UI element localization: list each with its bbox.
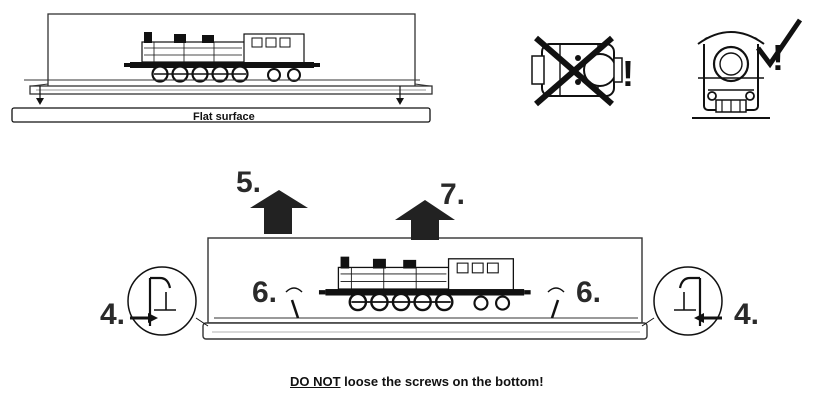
- warning-text: DO NOT loose the screws on the bottom!: [290, 374, 544, 389]
- arrow-right-icon: [130, 313, 158, 323]
- arrow-up-icon: [395, 200, 455, 240]
- flat-surface-label: Flat surface: [193, 111, 255, 123]
- warning-body: loose the screws on the bottom!: [340, 374, 544, 389]
- step-7-label: 7.: [440, 178, 466, 211]
- display-case-top: [24, 13, 433, 95]
- arrow-up-icon: [250, 190, 308, 234]
- warning-emphasis: DO NOT: [290, 374, 341, 389]
- arrow-down-icon: [36, 86, 44, 105]
- checkmark-icon: [756, 18, 803, 69]
- clip-lever-left: [285, 287, 303, 319]
- cross-icon: [534, 35, 614, 107]
- right-exclamation-mark: !: [772, 37, 784, 78]
- step-6-right-label: 6.: [576, 276, 602, 309]
- flat-surface-board: [11, 107, 431, 123]
- locomotive-correct-orientation: [692, 31, 770, 119]
- step-4-left-label: 4.: [100, 298, 126, 331]
- wrong-exclamation-mark: !: [622, 53, 634, 94]
- arrow-down-icon: [396, 86, 404, 105]
- step-4-right-label: 4.: [734, 298, 760, 331]
- step-5-label: 5.: [236, 166, 262, 199]
- step-6-left-label: 6.: [252, 276, 278, 309]
- detail-magnifier-right: [641, 266, 723, 336]
- clip-lever-right: [547, 287, 565, 319]
- arrow-left-icon: [694, 313, 722, 323]
- display-case-bottom: [202, 237, 648, 340]
- detail-magnifier-left: [127, 266, 209, 336]
